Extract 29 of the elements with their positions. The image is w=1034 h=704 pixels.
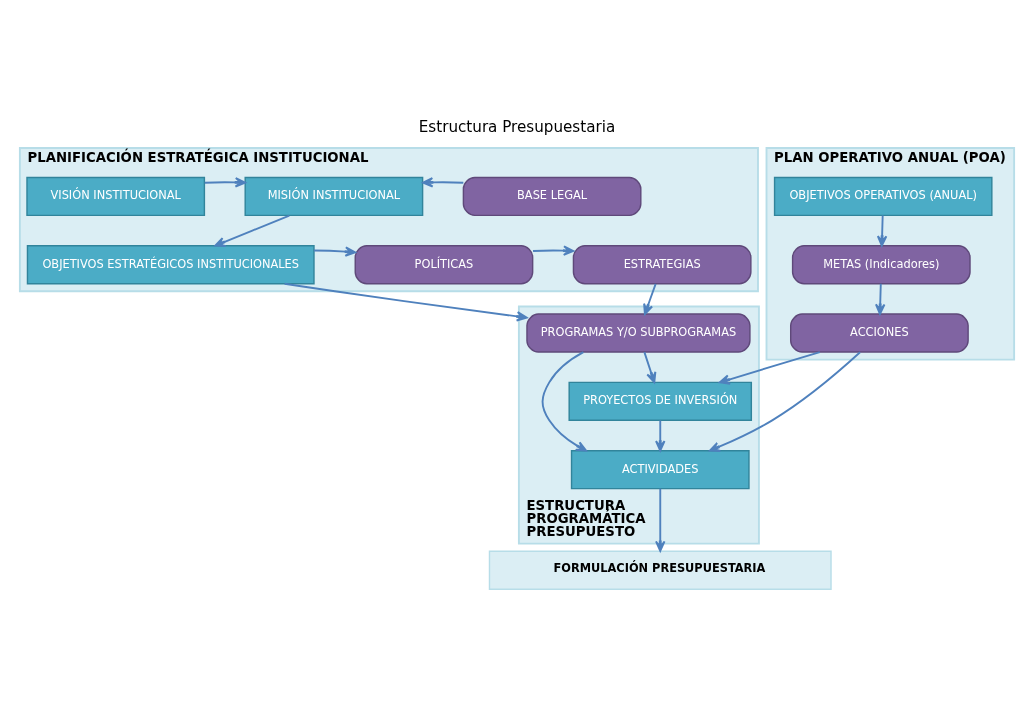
diagram-title: Estructura Presupuestaria [418, 117, 616, 136]
node-box: ACCIONES [790, 312, 969, 353]
node-box: FORMULACIÓN PRESUPUESTARIA [488, 550, 832, 590]
arrow [422, 176, 465, 188]
arrow [655, 487, 666, 552]
node-box: POLÍTICAS [354, 244, 534, 284]
arrow [655, 419, 666, 452]
node-box: PROYECTOS DE INVERSIÓN [568, 381, 753, 421]
arrow [313, 245, 357, 257]
node-box: ACTIVIDADES [570, 449, 750, 489]
arrow [532, 244, 575, 256]
arrow [214, 214, 291, 247]
node-box: VISIÓN INSTITUCIONAL [26, 176, 206, 216]
node-box: MISIÓN INSTITUCIONAL [244, 176, 424, 216]
node-box: BASE LEGAL [462, 176, 642, 216]
node-box: PROGRAMAS Y/O SUBPROGRAMAS [526, 312, 751, 353]
arrow [876, 214, 888, 247]
node-box: ESTRATEGIAS [572, 244, 752, 284]
arrow [203, 176, 247, 188]
arrow [718, 350, 821, 385]
arrow [643, 350, 657, 383]
node-box: OBJETIVOS ESTRATÉGICOS INSTITUCIONALES [26, 244, 315, 284]
node-box: OBJETIVOS OPERATIVOS (ANUAL) [773, 176, 993, 216]
node-box: METAS (Indicadores) [791, 244, 971, 284]
arrow [643, 282, 657, 315]
arrow [283, 282, 528, 322]
arrow [541, 350, 588, 451]
arrow [874, 282, 886, 315]
arrow [708, 350, 862, 452]
